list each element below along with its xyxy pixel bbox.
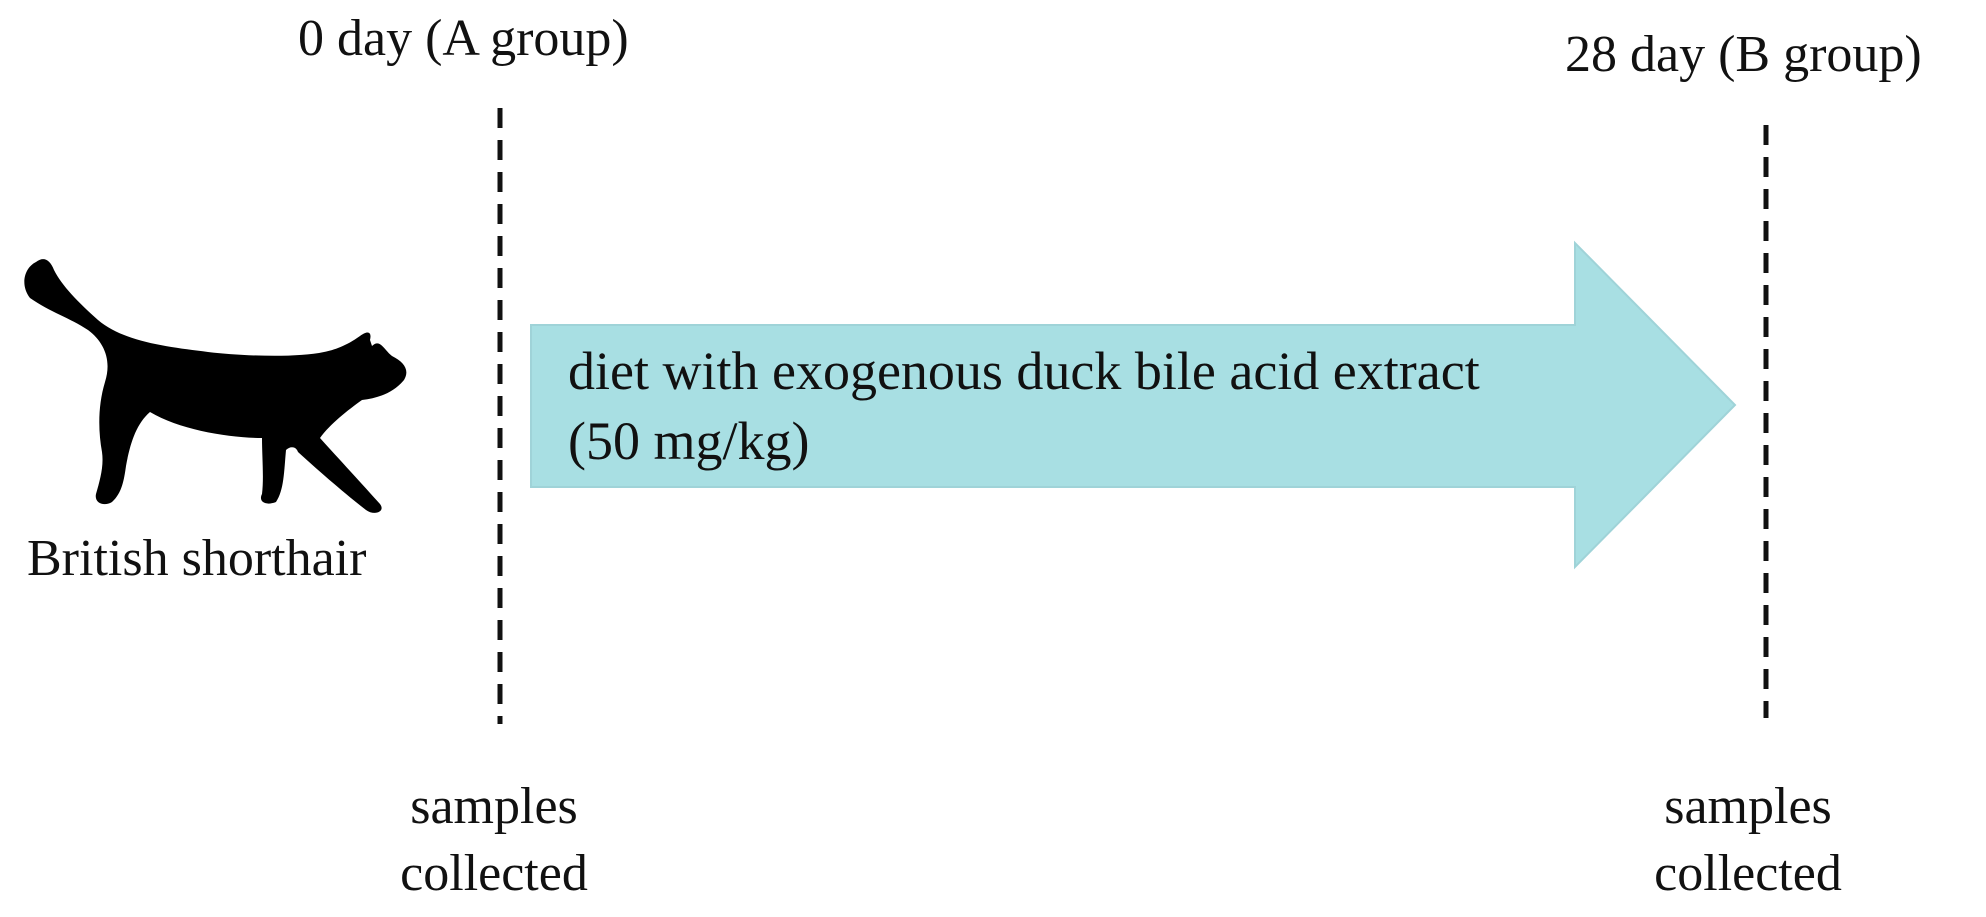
intervention-arrow — [530, 240, 1737, 570]
cat-silhouette-icon — [24, 259, 407, 513]
start-timepoint-title: 0 day (A group) — [298, 10, 629, 67]
start-samples-note-line1: samples — [410, 778, 578, 835]
subject-label: British shorthair — [27, 530, 367, 587]
intervention-text-line2: (50 mg/kg) — [568, 411, 810, 471]
end-samples-note-line2: collected — [1654, 845, 1842, 902]
end-timepoint-title: 28 day (B group) — [1565, 26, 1922, 83]
intervention-text-line1: diet with exogenous duck bile acid extra… — [568, 341, 1480, 401]
end-samples-note-line1: samples — [1664, 778, 1832, 835]
start-samples-note-line2: collected — [400, 845, 588, 902]
